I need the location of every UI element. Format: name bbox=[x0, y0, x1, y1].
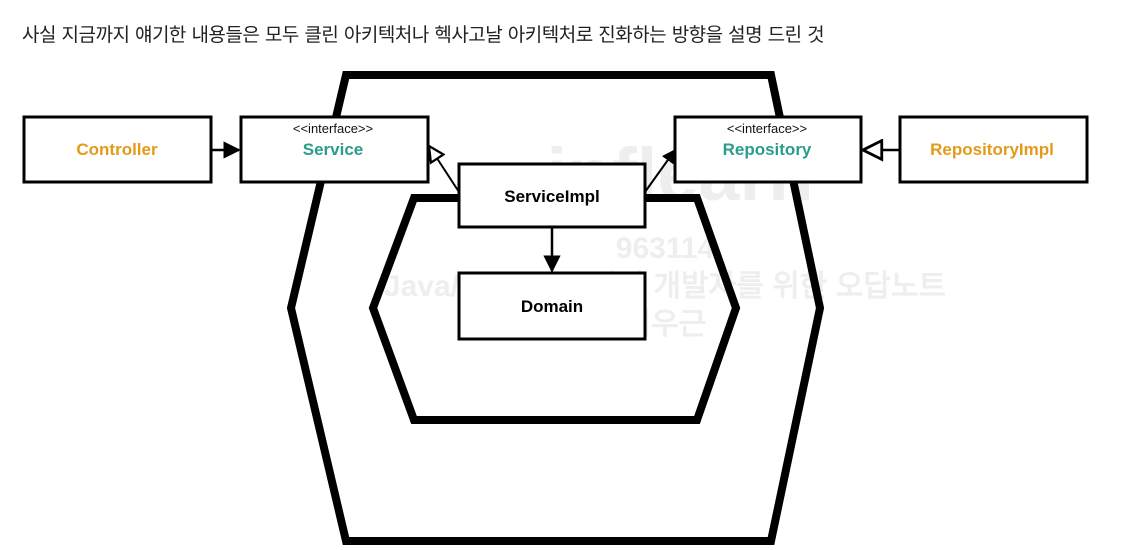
controller-label: Controller bbox=[76, 140, 158, 159]
watermark-id: 963114 bbox=[616, 232, 715, 265]
repository-impl-label: RepositoryImpl bbox=[930, 140, 1054, 159]
controller-box: Controller bbox=[22, 115, 213, 184]
repository-label: Repository bbox=[723, 140, 812, 159]
service-impl-box: ServiceImpl bbox=[457, 162, 647, 229]
repository-box: <<interface>> Repository bbox=[673, 115, 863, 184]
page-caption: 사실 지금까지 얘기한 내용들은 모두 클린 아키텍처나 헥사고날 아키텍처로 … bbox=[22, 24, 825, 46]
domain-box: Domain bbox=[457, 271, 647, 341]
service-stereotype: <<interface>> bbox=[293, 121, 373, 136]
repository-impl-box: RepositoryImpl bbox=[898, 115, 1089, 184]
outer-hexagon bbox=[286, 71, 825, 545]
service-label: Service bbox=[303, 140, 364, 159]
repository-stereotype: <<interface>> bbox=[727, 121, 807, 136]
service-impl-label: ServiceImpl bbox=[504, 187, 599, 206]
arrow-serviceimpl-to-repository bbox=[644, 148, 676, 193]
inner-hexagon bbox=[368, 194, 741, 424]
domain-label: Domain bbox=[521, 297, 583, 316]
service-box: <<interface>> Service bbox=[239, 115, 430, 184]
arrow-serviceimpl-to-service bbox=[429, 146, 460, 193]
